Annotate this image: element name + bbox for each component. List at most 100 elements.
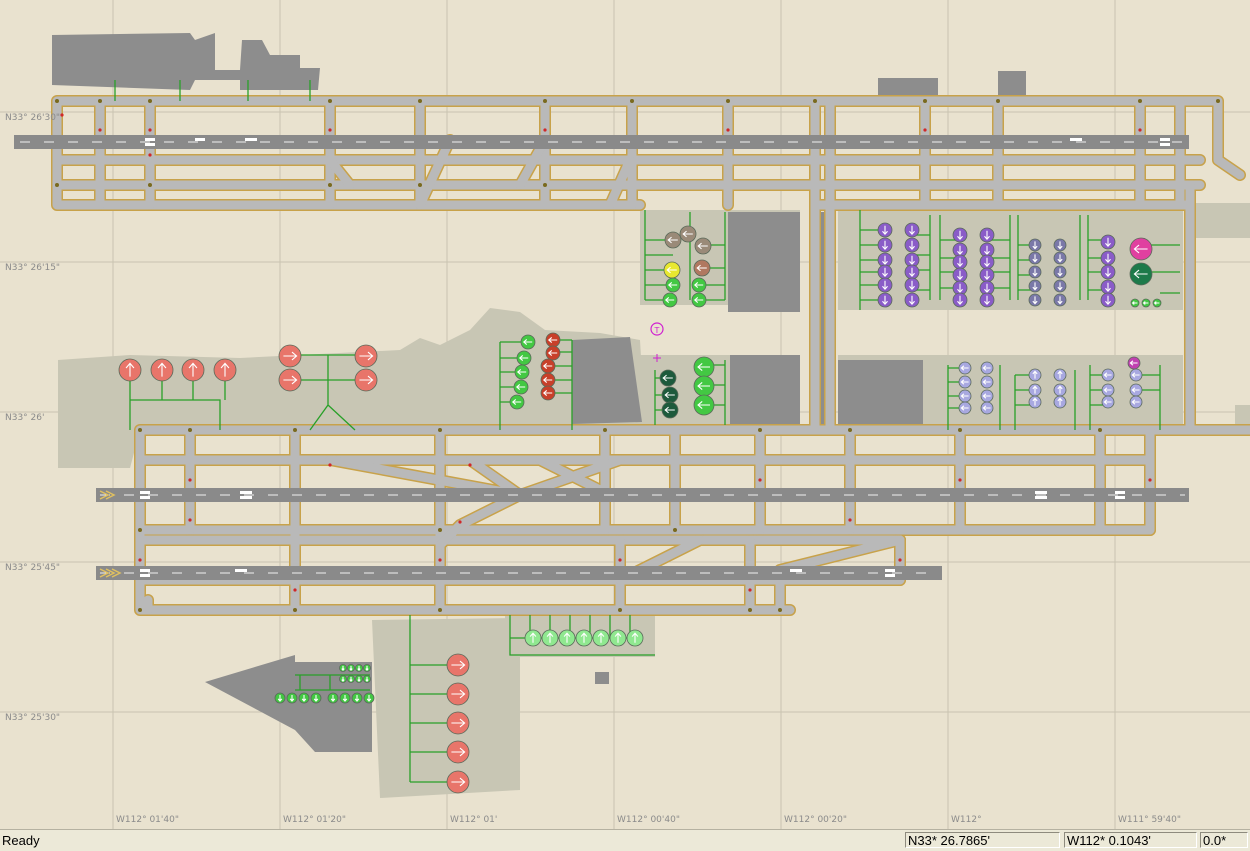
airport-map-canvas[interactable]: T (0, 0, 1250, 829)
airplane-parking-icon[interactable] (904, 237, 920, 253)
airplane-parking-icon[interactable] (979, 292, 995, 308)
airplane-parking-icon[interactable] (694, 237, 712, 255)
airplane-parking-icon[interactable] (520, 334, 536, 350)
airplane-parking-icon[interactable] (558, 629, 576, 647)
airplane-parking-icon[interactable] (979, 227, 995, 243)
airplane-parking-icon[interactable] (952, 227, 968, 243)
airplane-parking-icon[interactable] (1028, 395, 1042, 409)
airplane-parking-icon[interactable] (575, 629, 593, 647)
airplane-parking-icon[interactable] (592, 629, 610, 647)
airplane-parking-icon[interactable] (213, 358, 237, 382)
airplane-parking-icon[interactable] (693, 356, 715, 378)
airplane-parking-icon[interactable] (609, 629, 627, 647)
airplane-parking-icon[interactable] (1053, 383, 1067, 397)
airplane-parking-icon[interactable] (278, 368, 302, 392)
airplane-parking-icon[interactable] (952, 242, 968, 258)
airport-map-view[interactable]: T N33° 26'30" N33° 26'15" N33° 26' N33° … (0, 0, 1250, 829)
airplane-parking-icon[interactable] (298, 692, 310, 704)
airplane-parking-icon[interactable] (1028, 383, 1042, 397)
airplane-parking-icon[interactable] (626, 629, 644, 647)
airplane-parking-icon[interactable] (1129, 395, 1143, 409)
airplane-parking-icon[interactable] (1100, 279, 1116, 295)
airplane-parking-icon[interactable] (514, 364, 530, 380)
airplane-parking-icon[interactable] (979, 254, 995, 270)
airplane-parking-icon[interactable] (664, 231, 682, 249)
airplane-parking-icon[interactable] (691, 277, 707, 293)
airplane-parking-icon[interactable] (540, 372, 556, 388)
airplane-parking-icon[interactable] (980, 375, 994, 389)
airplane-parking-icon[interactable] (347, 664, 355, 672)
airplane-parking-icon[interactable] (1053, 395, 1067, 409)
airplane-parking-icon[interactable] (355, 675, 363, 683)
airplane-parking-icon[interactable] (545, 332, 561, 348)
airplane-parking-icon[interactable] (958, 361, 972, 375)
airplane-parking-icon[interactable] (1101, 368, 1115, 382)
airplane-parking-icon[interactable] (1028, 265, 1042, 279)
airplane-parking-icon[interactable] (1028, 251, 1042, 265)
airplane-parking-icon[interactable] (877, 264, 893, 280)
airplane-parking-icon[interactable] (446, 740, 470, 764)
airplane-parking-icon[interactable] (661, 386, 679, 404)
airplane-parking-icon[interactable] (363, 664, 371, 672)
airplane-parking-icon[interactable] (1028, 279, 1042, 293)
airplane-parking-icon[interactable] (980, 401, 994, 415)
airplane-parking-icon[interactable] (979, 267, 995, 283)
airplane-parking-icon[interactable] (1141, 298, 1151, 308)
airplane-parking-icon[interactable] (693, 394, 715, 416)
airplane-parking-icon[interactable] (1127, 356, 1141, 370)
airplane-parking-icon[interactable] (1101, 395, 1115, 409)
airplane-parking-icon[interactable] (1129, 383, 1143, 397)
airplane-parking-icon[interactable] (545, 345, 561, 361)
airplane-parking-icon[interactable] (877, 277, 893, 293)
airplane-parking-icon[interactable] (1101, 383, 1115, 397)
airplane-parking-icon[interactable] (904, 252, 920, 268)
airplane-parking-icon[interactable] (524, 629, 542, 647)
airplane-parking-icon[interactable] (118, 358, 142, 382)
airplane-parking-icon[interactable] (662, 292, 678, 308)
airplane-parking-icon[interactable] (339, 692, 351, 704)
airplane-parking-icon[interactable] (351, 692, 363, 704)
airplane-parking-icon[interactable] (339, 664, 347, 672)
airplane-parking-icon[interactable] (446, 711, 470, 735)
airplane-parking-icon[interactable] (661, 401, 679, 419)
airplane-parking-icon[interactable] (540, 385, 556, 401)
airplane-parking-icon[interactable] (663, 261, 681, 279)
airplane-parking-icon[interactable] (679, 225, 697, 243)
airplane-parking-icon[interactable] (339, 675, 347, 683)
airplane-parking-icon[interactable] (347, 675, 355, 683)
airplane-parking-icon[interactable] (355, 664, 363, 672)
airplane-parking-icon[interactable] (691, 292, 707, 308)
airplane-parking-icon[interactable] (693, 259, 711, 277)
airplane-parking-icon[interactable] (877, 222, 893, 238)
airplane-parking-icon[interactable] (1053, 251, 1067, 265)
airplane-parking-icon[interactable] (904, 292, 920, 308)
airplane-parking-icon[interactable] (1129, 368, 1143, 382)
airplane-parking-icon[interactable] (904, 222, 920, 238)
airplane-parking-icon[interactable] (540, 358, 556, 374)
airplane-parking-icon[interactable] (958, 401, 972, 415)
airplane-parking-icon[interactable] (446, 653, 470, 677)
airplane-parking-icon[interactable] (278, 344, 302, 368)
airplane-parking-icon[interactable] (980, 361, 994, 375)
airplane-parking-icon[interactable] (693, 375, 715, 397)
airplane-parking-icon[interactable] (1152, 298, 1162, 308)
airplane-parking-icon[interactable] (1129, 262, 1153, 286)
tower-marker-icon[interactable]: T (650, 322, 664, 336)
airplane-parking-icon[interactable] (1100, 292, 1116, 308)
airplane-parking-icon[interactable] (446, 682, 470, 706)
airplane-parking-icon[interactable] (1129, 237, 1153, 261)
airplane-parking-icon[interactable] (310, 692, 322, 704)
airplane-parking-icon[interactable] (513, 379, 529, 395)
airplane-parking-icon[interactable] (952, 292, 968, 308)
airplane-parking-icon[interactable] (904, 264, 920, 280)
airplane-parking-icon[interactable] (354, 368, 378, 392)
airplane-parking-icon[interactable] (1100, 234, 1116, 250)
airplane-parking-icon[interactable] (1053, 368, 1067, 382)
airplane-parking-icon[interactable] (665, 277, 681, 293)
airplane-parking-icon[interactable] (541, 629, 559, 647)
airplane-parking-icon[interactable] (1100, 250, 1116, 266)
airplane-parking-icon[interactable] (1053, 279, 1067, 293)
airplane-parking-icon[interactable] (877, 237, 893, 253)
airplane-parking-icon[interactable] (181, 358, 205, 382)
airplane-parking-icon[interactable] (1053, 293, 1067, 307)
